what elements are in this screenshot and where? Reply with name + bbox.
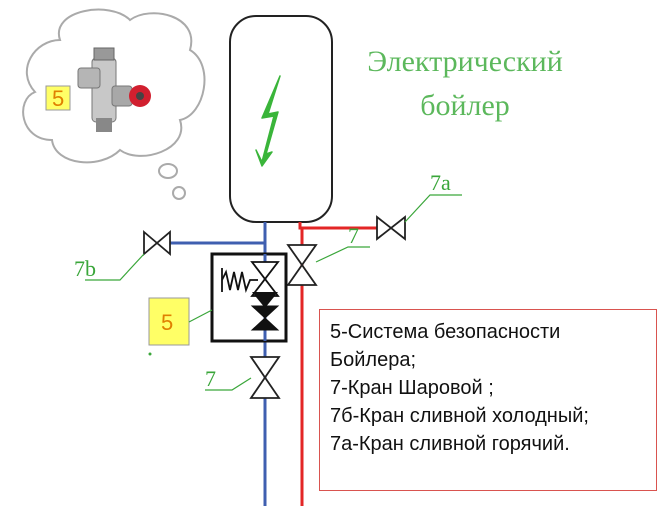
diagram-title: Электрический бойлер: [340, 40, 590, 128]
label-7a: 7a: [430, 170, 451, 195]
label-7-upper: 7: [348, 223, 359, 248]
legend-line: 5-Система безопасности: [330, 321, 561, 343]
valve-7a: [376, 215, 406, 241]
legend-line: 7б-Кран сливной холодный;: [330, 405, 589, 427]
legend-line: 7-Кран Шаровой ;: [330, 377, 494, 399]
safety-valve-photo: [77, 47, 151, 132]
valve-7-hot: [286, 244, 318, 286]
title-line-1: Электрический: [367, 45, 563, 78]
legend-line: 7а-Кран сливной горячий.: [330, 433, 570, 455]
title-line-2: бойлер: [420, 89, 510, 122]
boiler-tank: [229, 15, 333, 223]
label-7b: 7b: [74, 256, 96, 281]
safety-block-badge: 5: [148, 297, 190, 346]
spring-icon: [221, 269, 258, 294]
legend-line: Бойлера;: [330, 349, 417, 371]
valve-7-cold: [249, 356, 281, 399]
safety-block-badge-text: 5: [161, 310, 173, 335]
lightning-icon: [255, 75, 281, 167]
bubble-badge: 5: [45, 85, 71, 111]
legend-box: 5-Система безопасности Бойлера; 7-Кран Ш…: [319, 309, 657, 491]
safety-block: [210, 252, 288, 343]
label-7-lower: 7: [205, 366, 216, 391]
bubble-badge-text: 5: [52, 86, 64, 111]
valve-7b: [143, 230, 171, 256]
